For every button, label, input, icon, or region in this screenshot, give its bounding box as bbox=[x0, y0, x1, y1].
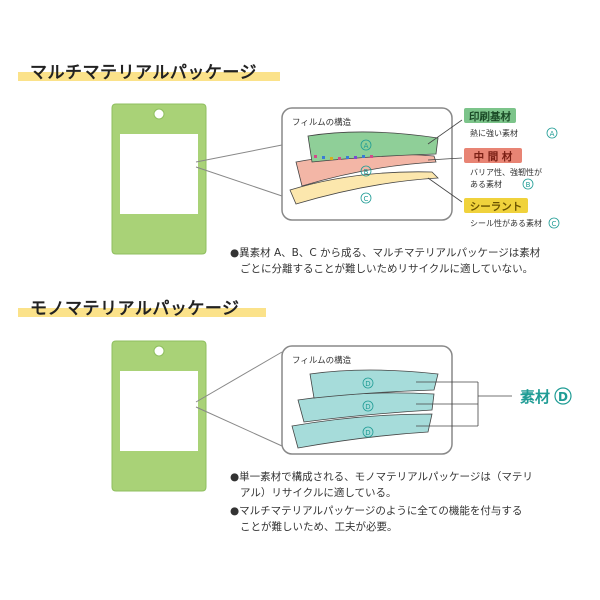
pouch-illustration bbox=[111, 103, 207, 255]
mark-b: B bbox=[522, 178, 534, 190]
label-intermediate: 中 間 材 bbox=[474, 150, 513, 163]
svg-text:D: D bbox=[365, 380, 370, 388]
pointer-line bbox=[427, 119, 463, 145]
multi-material-title: マルチマテリアルパッケージ bbox=[30, 63, 257, 83]
label-print-base-box bbox=[464, 108, 516, 123]
svg-text:B: B bbox=[526, 181, 531, 189]
layer-mark-d: D bbox=[362, 400, 374, 412]
svg-text:A: A bbox=[550, 130, 555, 138]
svg-text:C: C bbox=[364, 195, 369, 203]
pointer-line bbox=[427, 177, 463, 203]
mono-material-note1-line1: ●単一素材で構成される、モノマテリアルパッケージは（マテリ bbox=[230, 471, 533, 483]
heading-highlight bbox=[18, 72, 280, 81]
svg-text:D: D bbox=[558, 390, 568, 404]
label-sealant-box bbox=[464, 198, 528, 213]
mono-material-title: モノマテリアルパッケージ bbox=[30, 299, 240, 319]
label-print-base-desc: 熱に強い素材 bbox=[470, 128, 518, 138]
svg-text:A: A bbox=[364, 142, 369, 150]
film-structure-mono: フィルムの構造 D D D 素材 D bbox=[195, 345, 572, 455]
multi-material-note-line2: ごとに分離することが難しいためリサイクルに適していない。 bbox=[240, 263, 534, 275]
label-print-base: 印刷基材 bbox=[469, 110, 511, 123]
material-d-label: 素材 bbox=[520, 388, 550, 406]
layer-mark-d: D bbox=[362, 426, 374, 438]
film-structure-label: フィルムの構造 bbox=[292, 117, 352, 128]
multi-material-note-line1: ●異素材 A、B、C から成る、マルチマテリアルパッケージは素材 bbox=[230, 247, 541, 259]
film-structure-label: フィルムの構造 bbox=[292, 355, 352, 366]
mono-material-note2-line1: ●マルチマテリアルパッケージのように全ての機能を付与する bbox=[230, 505, 523, 517]
callout-line bbox=[195, 351, 283, 403]
mono-material-note1-line2: アル）リサイクルに適している。 bbox=[240, 487, 397, 499]
label-intermediate-box bbox=[464, 148, 522, 163]
layer-mark-b: B bbox=[360, 165, 372, 177]
layer-sealant bbox=[289, 171, 439, 205]
label-intermediate-desc1: バリア性、強靭性が bbox=[470, 167, 542, 177]
film-structure-multi: フィルムの構造 A B C 印刷基材 熱に強い素材 bbox=[195, 107, 560, 229]
label-sealant-desc: シール性がある素材 bbox=[470, 218, 542, 228]
layer-d-bottom bbox=[291, 413, 433, 449]
svg-text:D: D bbox=[365, 403, 370, 411]
layer-mark-d: D bbox=[362, 377, 374, 389]
callout-line bbox=[195, 144, 283, 163]
layer-mark-a: A bbox=[360, 139, 372, 151]
material-d-mark: D bbox=[554, 387, 572, 405]
mono-material-note2-line2: ことが難しいため、工夫が必要。 bbox=[240, 521, 398, 533]
layer-mark-c: C bbox=[360, 192, 372, 204]
label-sealant: シーラント bbox=[470, 201, 523, 213]
callout-line bbox=[195, 166, 283, 197]
svg-text:B: B bbox=[364, 168, 369, 176]
heading-highlight bbox=[18, 308, 266, 317]
mark-c: C bbox=[548, 217, 560, 229]
layer-print-base bbox=[307, 131, 439, 163]
pointer-line bbox=[427, 157, 463, 161]
callout-line bbox=[195, 406, 283, 447]
bracket bbox=[416, 381, 512, 427]
label-intermediate-desc2: ある素材 bbox=[470, 179, 502, 189]
svg-text:D: D bbox=[365, 429, 370, 437]
mark-a: A bbox=[546, 127, 558, 139]
pouch-illustration bbox=[111, 340, 207, 492]
print-dots bbox=[314, 155, 373, 160]
svg-text:C: C bbox=[552, 220, 557, 228]
